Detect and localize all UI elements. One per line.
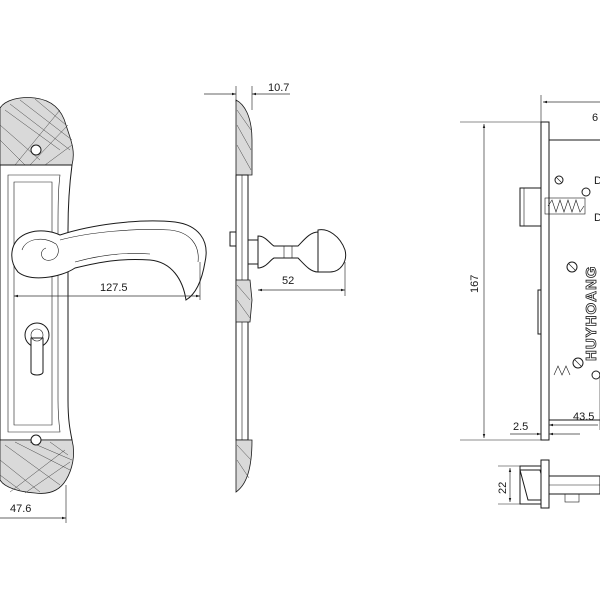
side-mid-ornament	[235, 279, 253, 323]
lock-spring	[547, 199, 585, 213]
front-backplate	[0, 164, 73, 441]
side-view: 10.7 52	[204, 82, 347, 493]
lock-mark-1: D	[594, 175, 600, 187]
dim-side-projection: 52	[282, 275, 294, 287]
front-view: 127.5 47.6	[0, 97, 207, 523]
dim-bolt-height: 22	[497, 482, 509, 494]
lock-logo	[553, 365, 571, 376]
dim-front-width: 47.6	[10, 503, 31, 515]
lock-screw-mid	[566, 261, 578, 273]
lock-faceplate	[540, 121, 550, 441]
dim-front-height: 127.5	[100, 282, 128, 294]
front-top-screw	[30, 144, 42, 156]
dim-lock-backset: 43.5	[573, 411, 594, 423]
front-bottom-screw	[30, 434, 42, 446]
lock-screw-top	[554, 175, 564, 185]
front-bottom-hatch	[0, 441, 73, 494]
lock-latch	[519, 187, 542, 227]
dim-lock-height: 167	[469, 275, 481, 293]
dim-lock-faceplate: 2.5	[513, 421, 528, 433]
front-bottom-ornament	[0, 439, 74, 494]
front-top-hatch	[0, 98, 73, 166]
lock-mark-2: D	[594, 212, 600, 224]
side-spindle-stub	[229, 231, 237, 247]
bolt-top-view: 22	[497, 459, 600, 509]
dim-lock-width: 6	[592, 112, 598, 124]
dim-side-thickness: 10.7	[268, 82, 289, 94]
front-top-ornament	[0, 97, 74, 166]
side-handle-profile	[247, 229, 347, 273]
front-lever-handle	[11, 220, 207, 301]
lock-screw-bottom	[572, 357, 584, 369]
lock-body-view: D D HUYHOANG	[519, 121, 600, 441]
side-bottom-ornament	[235, 439, 253, 493]
lock-dimensions: 6 167 2.5 43.5	[460, 95, 600, 441]
front-keyhole	[24, 322, 50, 376]
lock-case	[548, 139, 600, 421]
lock-brand: HUYHOANG	[583, 265, 600, 361]
